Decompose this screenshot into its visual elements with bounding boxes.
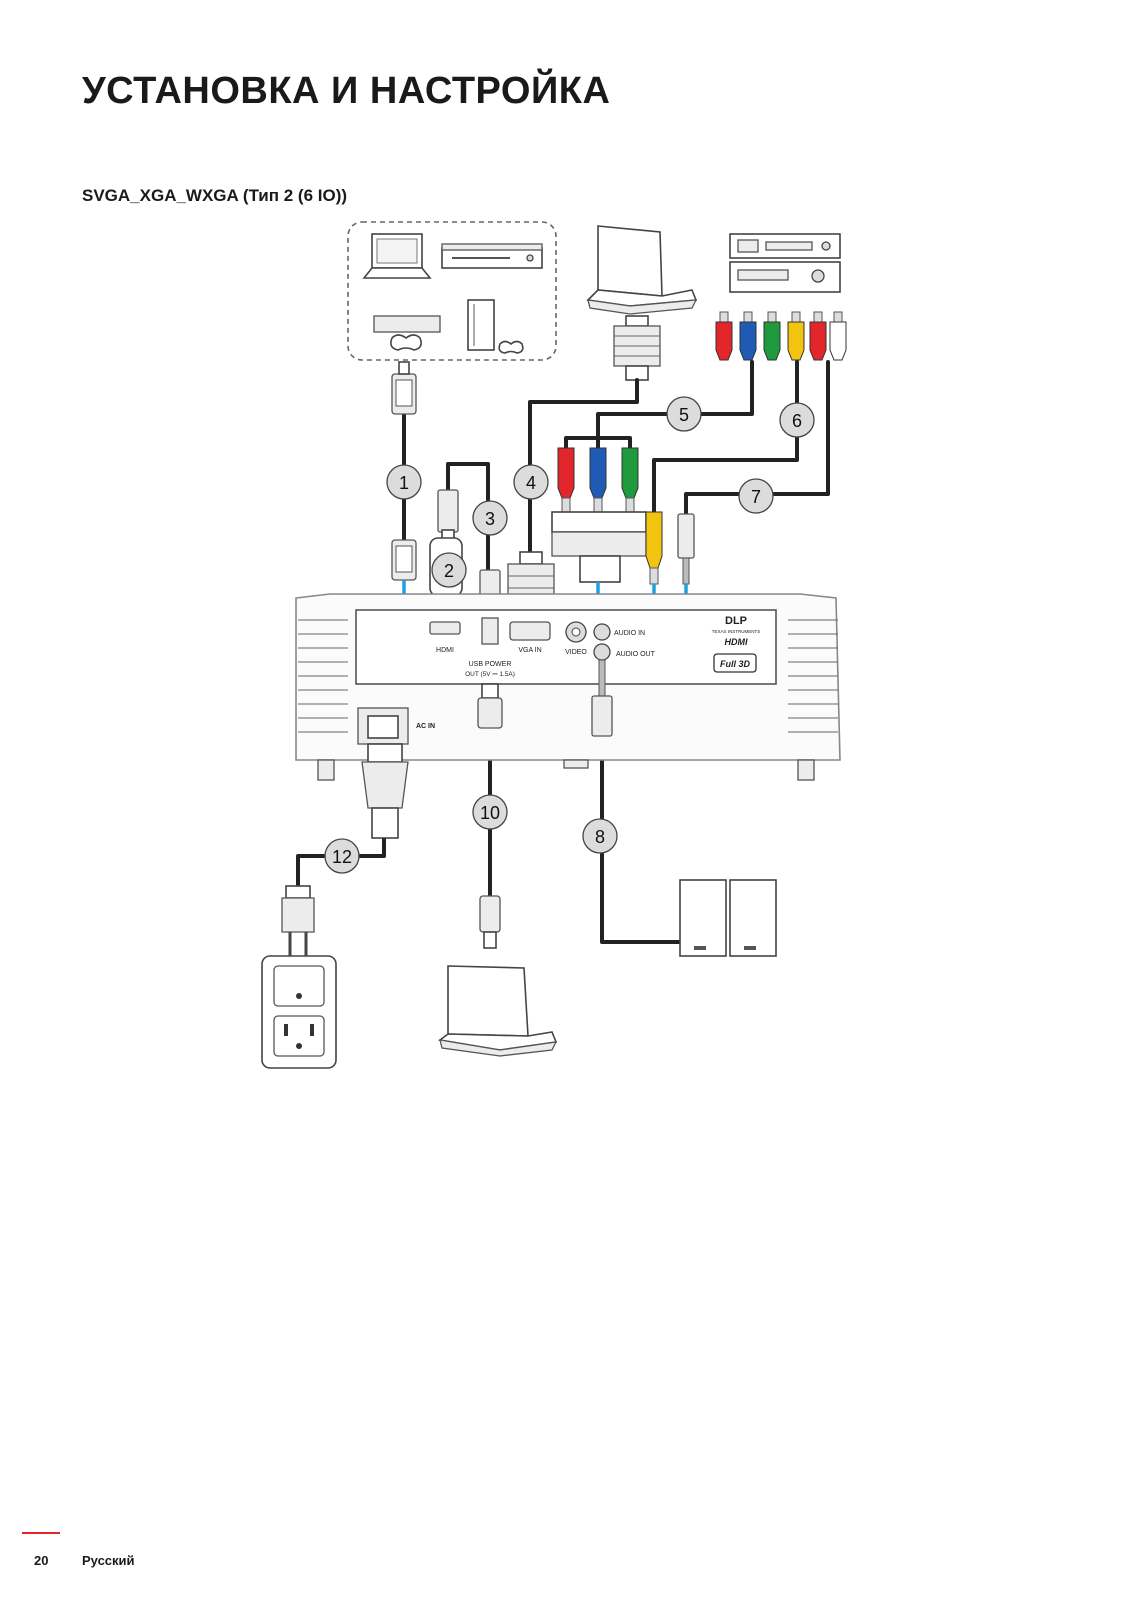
footer-language: Русский [82, 1553, 135, 1568]
callout-12: 12 [324, 838, 360, 874]
callout-3: 3 [472, 500, 508, 536]
vga-in-port [509, 621, 551, 641]
usb-plug-3a [437, 489, 459, 543]
audio-jack-plug-in [677, 513, 695, 585]
video-label: VIDEO [565, 649, 587, 656]
hdmi-port-label: HDMI [436, 647, 454, 654]
callout-5-text: 5 [679, 405, 689, 425]
callout-7-text: 7 [751, 487, 761, 507]
game-console-tower-icon [467, 299, 524, 354]
usb-plug-10-bottom [479, 895, 501, 949]
usb-plug-10-top [477, 683, 503, 729]
rca-plug-green-top [763, 311, 781, 361]
callout-8-text: 8 [595, 827, 605, 847]
audio-in-label: AUDIO IN [614, 630, 645, 637]
callout-4-text: 4 [526, 473, 536, 493]
callout-1: 1 [386, 464, 422, 500]
audio-out-plug [591, 659, 613, 737]
audio-out-port [593, 643, 611, 661]
hdmi-port [429, 621, 461, 635]
usb-laptop-icon [438, 965, 558, 1057]
rca-plug-blue-top [739, 311, 757, 361]
callout-12-text: 12 [332, 847, 352, 867]
wall-outlet-icon [261, 885, 337, 1069]
av-devices-icon [729, 233, 841, 293]
diagram-subtitle: SVGA_XGA_WXGA (Тип 2 (6 IO)) [82, 186, 348, 205]
rca-composite-plug [645, 511, 663, 585]
footer-rule [22, 1532, 60, 1534]
rca-plug-white-audio-top [829, 311, 847, 361]
video-port [565, 621, 587, 643]
rca-plug-yellow-top [787, 311, 805, 361]
page-number: 20 [34, 1553, 49, 1568]
callout-2: 2 [431, 552, 467, 588]
hdmi-plug-top [391, 361, 417, 415]
callout-6-text: 6 [792, 411, 802, 431]
component-to-vga-adapter [551, 511, 647, 583]
callout-1-text: 1 [399, 473, 409, 493]
callout-7: 7 [738, 478, 774, 514]
audio-in-port [593, 623, 611, 641]
usb-power-out-label: OUT (5V ⎓ 1.5A) [465, 671, 515, 678]
power-plug [361, 743, 409, 839]
laptop-icon [362, 233, 432, 279]
usb-power-port [481, 617, 499, 645]
callout-10: 10 [472, 794, 508, 830]
rca-component-plugs [557, 447, 639, 513]
callout-8: 8 [582, 818, 618, 854]
rca-plug-red-audio-top [809, 311, 827, 361]
hdmi-plug-bottom [391, 539, 417, 581]
rca-plugs-top [715, 311, 847, 361]
hdmi-source-devices-group [347, 221, 557, 361]
projector-body [295, 593, 841, 781]
usb-power-label: USB POWER [469, 661, 512, 668]
callout-3-text: 3 [485, 509, 495, 529]
dlp-logo: DLP TEXAS INSTRUMENTS [712, 615, 761, 634]
callout-10-text: 10 [480, 803, 500, 823]
dlp-text: DLP [725, 615, 747, 627]
dvd-player-icon [441, 243, 543, 269]
speakers-icon [679, 879, 777, 957]
callout-5: 5 [666, 396, 702, 432]
rca-plug-red-top [715, 311, 733, 361]
callout-2-text: 2 [444, 561, 454, 581]
full3d-text: Full 3D [720, 659, 751, 669]
hdmi-logo: HDMI [725, 637, 748, 647]
page-title: УСТАНОВКА И НАСТРОЙКА [82, 70, 611, 112]
vga-laptop-icon [586, 225, 698, 315]
vga-in-label: VGA IN [518, 647, 541, 654]
full3d-logo: Full 3D [713, 653, 757, 673]
ac-in-label: AC IN [416, 723, 435, 730]
callout-4: 4 [513, 464, 549, 500]
vga-plug-top [613, 315, 661, 381]
callout-6: 6 [779, 402, 815, 438]
ti-text: TEXAS INSTRUMENTS [712, 629, 761, 634]
game-console-icon [373, 315, 441, 351]
audio-out-label: AUDIO OUT [616, 651, 656, 658]
